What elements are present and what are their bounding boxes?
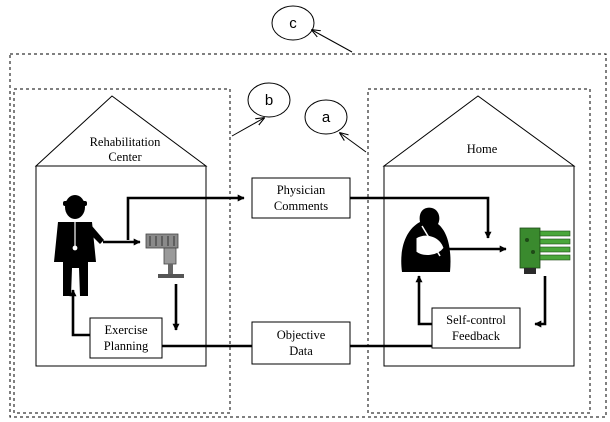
flow-feedback-to-patient [415,275,434,326]
physician-comments-line1: Physician [277,183,326,197]
patient-in-sling-icon [401,207,451,272]
self-control-feedback-line1: Self-control [446,313,506,327]
home-title: Home [467,142,498,156]
rehab-center-title-line2: Center [108,150,142,164]
self-control-feedback-line2: Feedback [452,329,501,343]
exercise-planning-line1: Exercise [104,323,147,337]
circle-b-label: b [265,92,273,109]
flow-physician-to-comments [126,194,245,240]
objective-data-box: Objective Data [251,321,351,365]
physician-comments-line2: Comments [274,199,328,213]
physician-figure-icon [54,195,104,296]
self-control-feedback-box: Self-control Feedback [431,307,521,349]
circle-c: c [271,5,315,41]
circle-a: a [304,99,348,135]
circle-c-label: c [289,15,297,32]
home-rehab-device-icon [519,227,571,274]
region-a [367,88,591,414]
pointer-a [340,133,367,153]
flow-device-to-feedback [534,276,547,328]
region-b [13,88,231,414]
physician-comments-box: Physician Comments [251,177,351,219]
region-c [9,53,607,418]
rehab-robot-icon [145,233,184,278]
rehab-center-title-line1: Rehabilitation [90,135,162,149]
flow-comments-to-home-device [350,196,492,239]
flow-planning-to-physician [69,289,90,337]
exercise-planning-line2: Planning [104,339,149,353]
pointer-c [312,30,353,53]
circle-b: b [247,82,291,118]
objective-data-line1: Objective [277,328,326,342]
objective-data-line2: Data [289,344,313,358]
circle-a-label: a [322,109,331,126]
exercise-planning-box: Exercise Planning [89,317,163,359]
pointer-b [231,118,264,137]
